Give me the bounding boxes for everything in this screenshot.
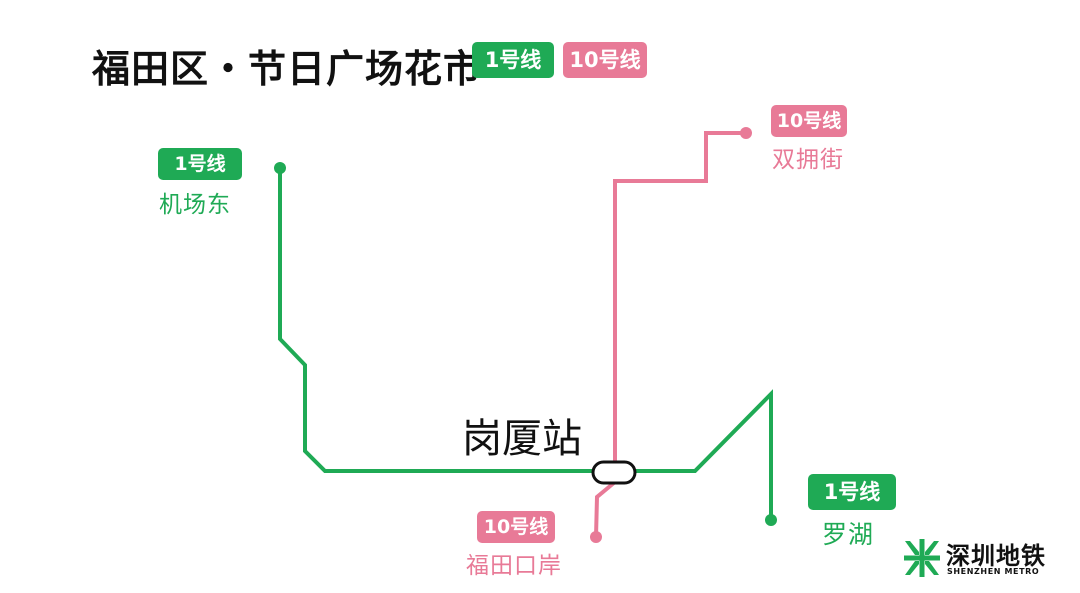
terminal-dot-jichangdong (274, 162, 286, 174)
line-10-route (613, 131, 746, 464)
page-title: 福田区・节日广场花市 (92, 47, 483, 91)
logo-subtitle: SHENZHEN METRO (947, 567, 1040, 576)
terminal-shuangyongjie-line-badge: 10号线 (771, 105, 847, 137)
terminal-luohu-line-badge: 1号线 (808, 474, 896, 510)
line-10-route-south (594, 480, 617, 538)
interchange-station-marker[interactable] (591, 460, 637, 485)
shenzhen-metro-logo-icon (904, 539, 940, 577)
logo-name: 深圳地铁 (946, 542, 1046, 570)
center-station-label[interactable]: 岗厦站 (462, 416, 582, 462)
terminal-luohu-station[interactable]: 罗湖 (822, 520, 875, 549)
shenzhen-metro-logo: 深圳地铁 SHENZHEN METRO (904, 536, 1054, 580)
terminal-dot-shuangyongjie (740, 127, 752, 139)
line-1-route (278, 168, 773, 520)
line-10-badge: 10号线 (563, 42, 647, 78)
terminal-shuangyongjie-station[interactable]: 双拥街 (772, 147, 844, 173)
terminal-dot-luohu (765, 514, 777, 526)
terminal-dot-futiankouan (590, 531, 602, 543)
terminal-jichangdong-line-badge: 1号线 (158, 148, 242, 180)
terminal-futiankouan-line-badge: 10号线 (477, 511, 555, 543)
terminal-futiankouan-station[interactable]: 福田口岸 (466, 553, 562, 579)
line-1-badge: 1号线 (472, 42, 554, 78)
terminal-jichangdong-station[interactable]: 机场东 (159, 192, 231, 218)
